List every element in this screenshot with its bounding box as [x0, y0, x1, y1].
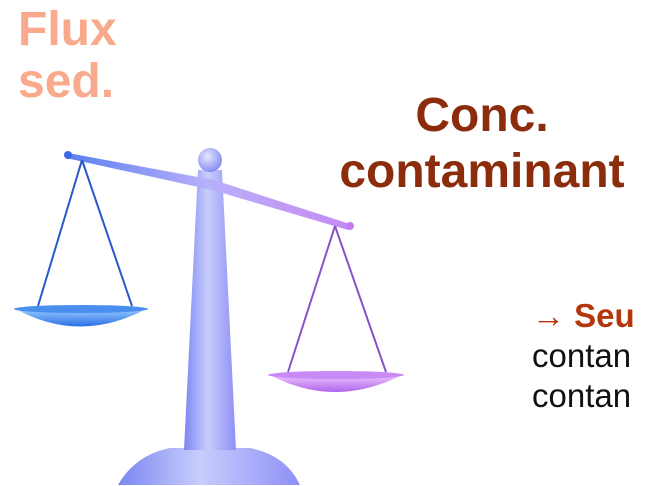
right-pan [268, 374, 404, 392]
beam-right-end [346, 222, 354, 230]
flux-label-line1: Flux [18, 3, 117, 56]
scale-base [118, 448, 300, 485]
right-pan-strings [287, 225, 387, 373]
flux-label-line2: sed. [18, 55, 115, 108]
body-line3: contan [532, 377, 632, 414]
scale-column [184, 170, 236, 450]
conc-label-line1: Conc. [415, 89, 549, 142]
body-line2: contan [532, 337, 632, 374]
scale-beam [66, 153, 350, 230]
conc-contaminant-label: Conc. contaminant [282, 88, 671, 200]
lead-text: Seu [574, 297, 635, 334]
arrow-glyph: → [532, 297, 565, 334]
conc-label-line2: contaminant [339, 145, 625, 198]
body-text-block: → Seu contan contan [532, 296, 635, 416]
scale-knob [198, 148, 222, 172]
flux-sed-label: Flux sed. [18, 4, 117, 108]
beam-left-end [64, 151, 72, 159]
left-pan-strings [37, 159, 133, 307]
left-pan [14, 308, 148, 327]
body-line1: → Seu [532, 296, 635, 336]
